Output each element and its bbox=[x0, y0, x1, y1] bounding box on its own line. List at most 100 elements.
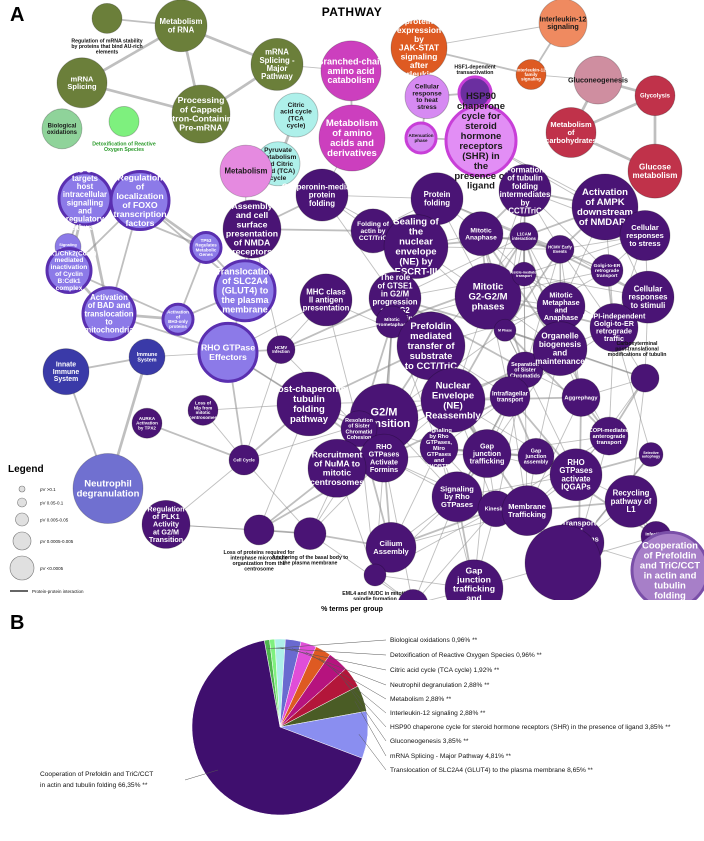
node-circle[interactable] bbox=[213, 259, 277, 323]
node-circle[interactable] bbox=[365, 522, 417, 573]
node-circle[interactable] bbox=[509, 222, 539, 251]
node-m_phase[interactable]: M Phase bbox=[493, 318, 517, 342]
node-circle[interactable] bbox=[56, 57, 108, 109]
node-circle[interactable] bbox=[489, 376, 531, 417]
node-circle[interactable] bbox=[621, 270, 675, 324]
node-circle[interactable] bbox=[243, 514, 275, 546]
node-circle[interactable] bbox=[45, 246, 93, 294]
node-circle[interactable] bbox=[573, 55, 623, 105]
node-circle[interactable] bbox=[462, 429, 512, 478]
node-circle[interactable] bbox=[545, 234, 575, 264]
node-circle[interactable] bbox=[590, 254, 624, 287]
node-circle[interactable] bbox=[72, 453, 144, 524]
node-circle[interactable] bbox=[161, 302, 195, 336]
node-circle[interactable] bbox=[131, 407, 163, 439]
node-circle[interactable] bbox=[109, 170, 171, 232]
node-aggrephagy[interactable]: Aggrephagy bbox=[561, 378, 601, 417]
node-circle[interactable] bbox=[634, 75, 676, 117]
node-circle[interactable] bbox=[91, 2, 123, 34]
node-circle[interactable] bbox=[431, 471, 483, 523]
node-circle[interactable] bbox=[276, 371, 342, 437]
node-circle[interactable] bbox=[549, 448, 603, 502]
node-gap_reg[interactable]: Gapjunctiontraffickingandregulation bbox=[444, 559, 504, 600]
node-circle[interactable] bbox=[604, 474, 658, 528]
node-circle[interactable] bbox=[571, 173, 639, 241]
node-circle[interactable] bbox=[250, 38, 304, 91]
node-circle[interactable] bbox=[398, 589, 428, 600]
node-disease[interactable]: Disease bbox=[398, 589, 428, 600]
node-circle[interactable] bbox=[340, 410, 378, 448]
node-circle[interactable] bbox=[532, 321, 588, 377]
node-circle[interactable] bbox=[493, 318, 517, 342]
node-mt_dependent[interactable]: Microtubule-dependenttrafficking of conn… bbox=[524, 524, 602, 600]
node-circle[interactable] bbox=[404, 121, 438, 155]
node-circle[interactable] bbox=[41, 108, 83, 150]
node-circle[interactable] bbox=[273, 92, 319, 138]
node-circle[interactable] bbox=[420, 367, 486, 433]
node-circle[interactable] bbox=[627, 143, 683, 199]
node-circle[interactable] bbox=[444, 104, 518, 178]
node-circle[interactable] bbox=[517, 437, 555, 475]
node-circle[interactable] bbox=[128, 338, 166, 376]
node-circle[interactable] bbox=[501, 485, 553, 537]
node-circle[interactable] bbox=[545, 107, 597, 158]
node-circle[interactable] bbox=[404, 74, 450, 119]
node-circle[interactable] bbox=[454, 262, 522, 330]
node-gluconeo[interactable]: Gluconeogenesis bbox=[568, 55, 628, 105]
node-circle[interactable] bbox=[189, 230, 223, 264]
node-circle[interactable] bbox=[154, 0, 208, 53]
node-circle[interactable] bbox=[299, 273, 353, 327]
node-circle[interactable] bbox=[390, 19, 448, 77]
node-circle[interactable] bbox=[589, 416, 629, 456]
node-circle[interactable] bbox=[383, 214, 449, 279]
node-circle[interactable] bbox=[197, 321, 259, 383]
node-circle[interactable] bbox=[363, 563, 387, 587]
node-circle[interactable] bbox=[42, 348, 90, 396]
node-circle[interactable] bbox=[589, 303, 639, 352]
